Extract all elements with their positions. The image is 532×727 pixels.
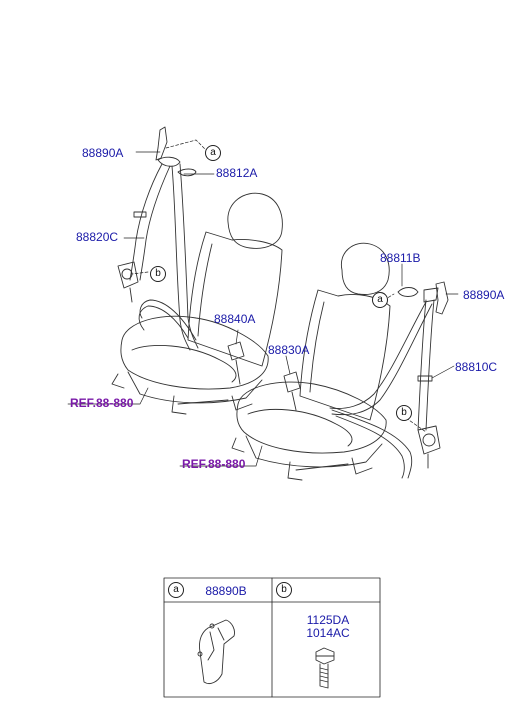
part-label-88890a-right: 88890A bbox=[463, 288, 505, 302]
part-label-88840a: 88840A bbox=[214, 312, 256, 326]
table-part-88890b: 88890B bbox=[205, 584, 247, 598]
part-label-88820c: 88820C bbox=[76, 230, 119, 244]
table-part-1125da: 1125DA bbox=[306, 613, 350, 627]
table-part-1014ac: 1014AC bbox=[306, 626, 350, 640]
callout-a-right: a bbox=[372, 292, 388, 308]
table-key-b: b bbox=[276, 582, 292, 598]
legend-table bbox=[163, 577, 381, 698]
part-label-88830a: 88830A bbox=[268, 343, 310, 357]
right-belt-assembly bbox=[283, 281, 449, 479]
ref-label-left[interactable]: REF.88-880 bbox=[70, 396, 134, 410]
leader-lines bbox=[67, 139, 459, 467]
part-label-88811b: 88811B bbox=[380, 251, 421, 265]
bolt-drawing bbox=[315, 647, 335, 689]
right-seat bbox=[231, 242, 391, 481]
left-seat bbox=[111, 192, 283, 415]
table-key-a: a bbox=[168, 582, 184, 598]
callout-b-left: b bbox=[150, 266, 166, 282]
callout-b-right: b bbox=[396, 405, 412, 421]
part-label-88810c: 88810C bbox=[455, 360, 498, 374]
clip-88890b-drawing bbox=[197, 619, 235, 685]
part-label-88890a-left: 88890A bbox=[82, 146, 124, 160]
part-label-88812a: 88812A bbox=[216, 166, 258, 180]
callout-a-top: a bbox=[205, 145, 221, 161]
ref-label-right[interactable]: REF.88-880 bbox=[182, 457, 246, 471]
